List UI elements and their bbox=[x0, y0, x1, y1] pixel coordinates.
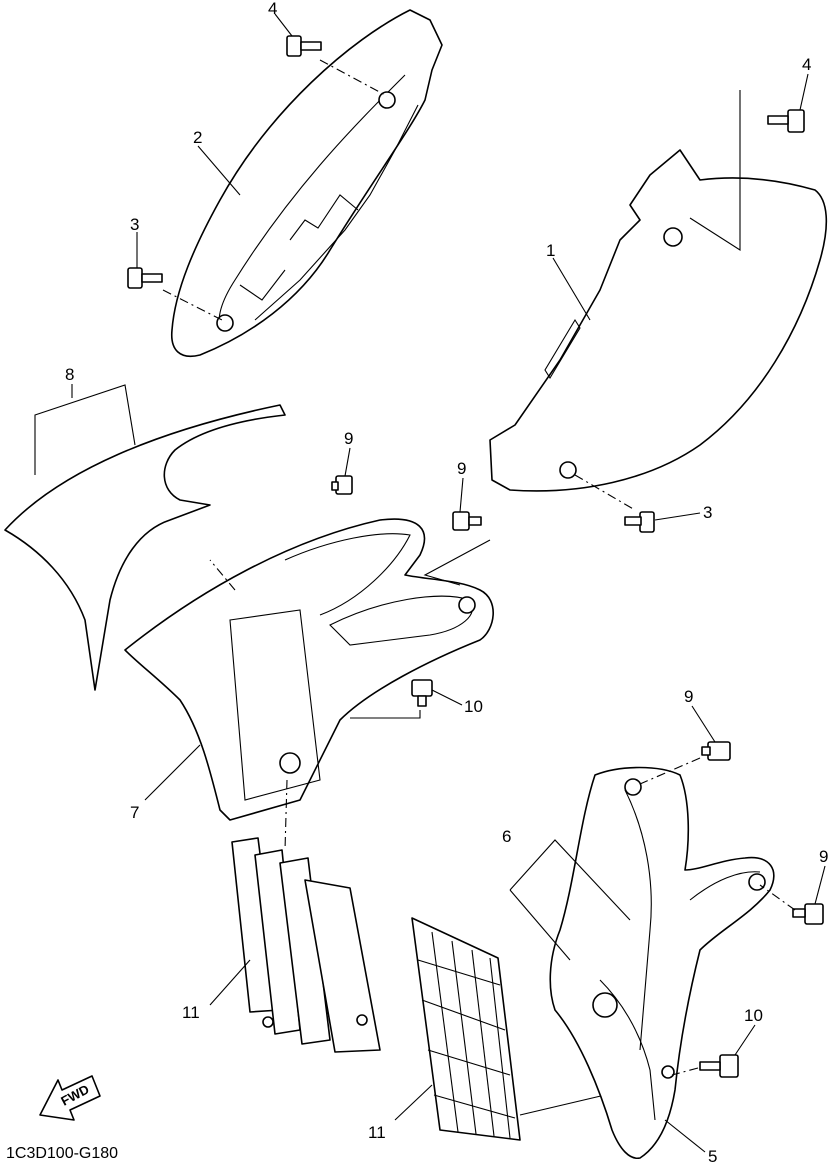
dash-line bbox=[284, 779, 288, 851]
leader-line bbox=[344, 447, 351, 477]
leader-line bbox=[509, 889, 571, 961]
leader-line bbox=[34, 384, 136, 475]
callout-7: 7 bbox=[130, 803, 139, 822]
leader-line bbox=[274, 13, 293, 37]
diagram-code: 1C3D100-G180 bbox=[6, 1145, 118, 1162]
part-7-radiator-shroud bbox=[124, 518, 494, 821]
callout-3: 3 bbox=[703, 503, 712, 522]
callout-9: 9 bbox=[457, 459, 466, 478]
callout-10: 10 bbox=[744, 1006, 763, 1025]
callout-6: 6 bbox=[502, 827, 511, 846]
callout-2: 2 bbox=[193, 128, 202, 147]
dash-line bbox=[759, 884, 796, 911]
callout-8: 8 bbox=[65, 365, 74, 384]
callout-11: 11 bbox=[182, 1003, 200, 1022]
part-9-bolt-a bbox=[331, 475, 353, 495]
callout-4: 4 bbox=[268, 0, 277, 18]
part-2-side-cover-left bbox=[171, 9, 443, 357]
leader-line bbox=[552, 257, 591, 321]
part-5-radiator-shroud-right bbox=[549, 766, 775, 1159]
part-9-bolt-d bbox=[792, 903, 824, 925]
callout-9: 9 bbox=[819, 847, 828, 866]
leader-line bbox=[664, 1119, 706, 1153]
leader-line bbox=[423, 539, 491, 586]
dash-line bbox=[162, 289, 223, 321]
leader-line bbox=[459, 477, 464, 513]
callout-11: 11 bbox=[368, 1123, 386, 1142]
dash-line bbox=[319, 59, 388, 97]
leader-line bbox=[814, 865, 826, 905]
part-4-bolt-right bbox=[767, 109, 805, 133]
part-3-bolt-lower-right bbox=[624, 511, 655, 533]
leader-line bbox=[350, 710, 421, 719]
leader-line bbox=[509, 839, 631, 921]
leader-line bbox=[197, 145, 241, 196]
leader-line bbox=[689, 90, 741, 252]
part-8-graphic-decal bbox=[4, 404, 286, 691]
leader-line bbox=[734, 1024, 756, 1056]
callout-10: 10 bbox=[464, 697, 483, 716]
fwd-arrow-icon: FWD bbox=[39, 1075, 101, 1121]
callout-4: 4 bbox=[802, 55, 811, 74]
callout-9: 9 bbox=[684, 687, 693, 706]
leader-line bbox=[799, 73, 809, 111]
leader-line bbox=[144, 744, 201, 801]
dash-line bbox=[209, 559, 236, 591]
part-10-bolt-a bbox=[411, 679, 433, 707]
callout-3: 3 bbox=[130, 215, 139, 234]
part-11-radiator-guard-left bbox=[231, 837, 381, 1053]
leader-line bbox=[394, 1084, 433, 1121]
part-9-bolt-c bbox=[701, 741, 731, 761]
part-9-bolt-b bbox=[452, 511, 482, 531]
part-11-radiator-guard-right bbox=[411, 917, 521, 1141]
part-3-bolt-left bbox=[127, 267, 163, 289]
leader-line bbox=[654, 512, 701, 521]
callout-5: 5 bbox=[708, 1147, 717, 1164]
part-1-side-cover-right bbox=[489, 149, 828, 492]
part-4-bolt-upper bbox=[286, 35, 322, 57]
part-10-bolt-b bbox=[699, 1054, 739, 1078]
leader-line bbox=[209, 959, 251, 1006]
dash-line bbox=[639, 757, 701, 785]
leader-line bbox=[431, 689, 463, 706]
callout-9: 9 bbox=[344, 429, 353, 448]
leader-line bbox=[691, 705, 716, 743]
dash-line bbox=[574, 474, 636, 511]
callout-1: 1 bbox=[546, 241, 555, 260]
dash-line bbox=[671, 1067, 699, 1076]
leader-line bbox=[519, 1094, 606, 1116]
